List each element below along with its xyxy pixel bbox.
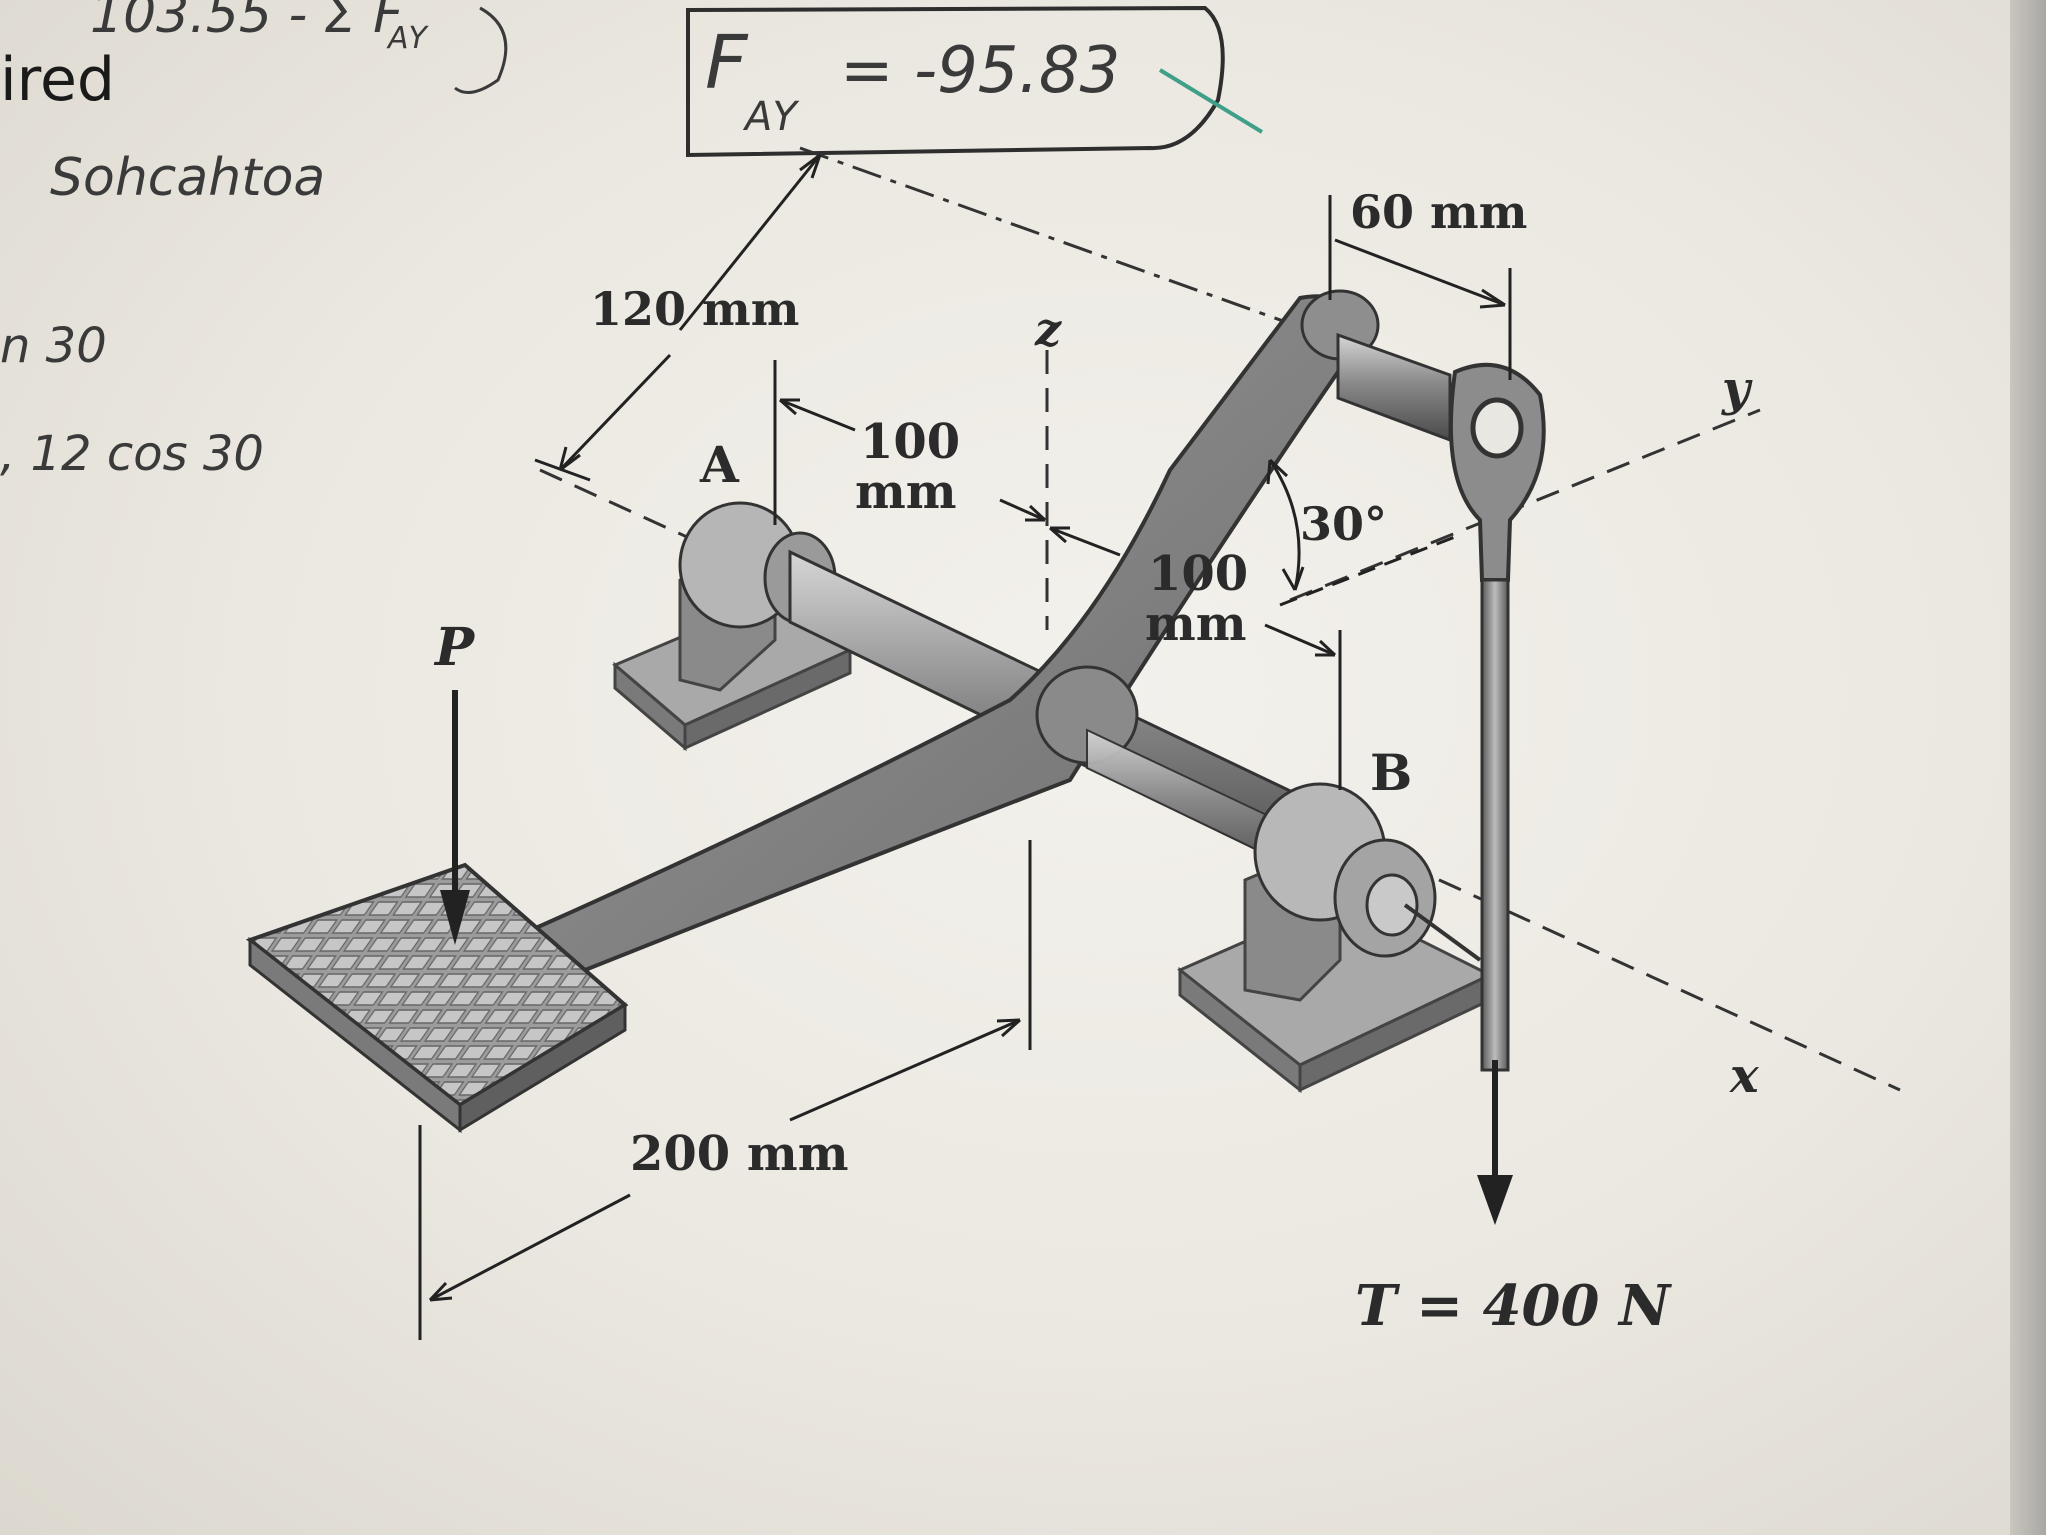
dim-100-top-right-leader xyxy=(999,498,1046,522)
label-100-top-number: 100 xyxy=(860,414,960,470)
handwritten-n30: n 30 xyxy=(0,318,107,374)
dim-60-arrowhead xyxy=(1479,288,1506,309)
answer-subscript: AY xyxy=(742,94,800,140)
label-point-a: A xyxy=(699,435,740,494)
book-fragment-text: ired xyxy=(0,45,115,115)
bearing-a-base-front xyxy=(683,647,852,751)
handwritten-notes: 103.55 - Σ F AY Sohcahtoa n 30 , 12 cos … xyxy=(0,0,1264,482)
dim-100-mid-arrowhead-left xyxy=(1049,526,1070,544)
y-axis-line xyxy=(1289,408,1761,602)
shaft-centerline-stub xyxy=(1403,903,1482,962)
label-angle: 30° xyxy=(1300,497,1387,551)
label-tension: T = 400 N xyxy=(1355,1273,1672,1339)
force-p-arrow xyxy=(440,690,470,945)
label-200-mm: 200 mm xyxy=(630,1126,848,1182)
answer-symbol: F xyxy=(705,20,749,106)
dim-200-arrowhead-left xyxy=(428,1281,453,1302)
dim-200-right-leader xyxy=(789,1018,1021,1122)
dim-100-mid-arrowhead-right xyxy=(1315,639,1337,657)
rod-shaft xyxy=(1480,578,1510,1072)
dim-60-line xyxy=(1334,238,1506,307)
figure-labels: 120 mm 60 mm 100 mm 100 mm 200 mm 30° z … xyxy=(433,185,1760,1339)
force-p-head xyxy=(440,890,470,945)
dim-100-top-left-leader xyxy=(779,398,856,432)
handwritten-top-subscript: AY xyxy=(386,21,430,56)
dim-200-left-leader xyxy=(429,1193,631,1302)
handwritten-top-fragment: 103.55 - Σ F xyxy=(90,0,404,45)
dim-100-top-arrowhead-left xyxy=(779,398,800,416)
label-100-mid-number: 100 xyxy=(1148,546,1248,602)
dim-200-arrowhead-right xyxy=(996,1018,1021,1038)
bearing-a xyxy=(612,501,853,752)
pedal-arm-body xyxy=(516,294,1378,983)
dashed-line-120 xyxy=(799,146,1351,347)
handwritten-12cos30: , 12 cos 30 xyxy=(0,426,264,482)
label-axis-x: x xyxy=(1729,1048,1760,1104)
label-100-top-unit: mm xyxy=(855,464,957,520)
tension-arrow-head xyxy=(1477,1175,1513,1225)
label-100-mid-unit: mm xyxy=(1145,596,1247,652)
tension-rod xyxy=(1448,362,1546,1225)
shaft-end xyxy=(1365,873,1419,937)
angle-arrowhead-top xyxy=(1266,458,1289,485)
label-force-p: P xyxy=(433,617,476,678)
handwritten-bracket xyxy=(454,6,508,94)
rod-eye xyxy=(1448,362,1546,582)
green-pen-stroke xyxy=(1158,68,1264,134)
handwritten-sohcahtoa: Sohcahtoa xyxy=(50,148,325,208)
label-axis-z: z xyxy=(1034,302,1062,356)
angle-arrowhead-bottom xyxy=(1281,566,1305,591)
crank-pin xyxy=(1336,332,1452,443)
dim-100-mid-right-leader xyxy=(1264,623,1336,657)
label-axis-y: y xyxy=(1721,361,1753,417)
page-edge-shadow xyxy=(2010,0,2046,1535)
dim-120-upper-leader xyxy=(678,154,822,331)
pedal-pad-front xyxy=(458,1002,627,1133)
label-120-mm: 120 mm xyxy=(590,282,799,336)
angle-reference-dash xyxy=(1279,533,1461,607)
angle-arc xyxy=(1268,459,1301,591)
dim-100-top-arrowhead-right xyxy=(1025,504,1047,522)
dim-120-arrowhead-top xyxy=(799,153,822,179)
dim-120-lower-leader xyxy=(558,353,672,472)
answer-box xyxy=(686,5,1225,158)
bearing-b xyxy=(1177,782,1494,1094)
answer-value: = -95.83 xyxy=(840,34,1120,108)
dim-100-mid-left-leader xyxy=(1049,526,1121,557)
label-60-mm: 60 mm xyxy=(1350,185,1527,239)
pedal-pad xyxy=(245,862,629,1134)
dimension-lines xyxy=(418,153,1512,1340)
rod-eye-hole xyxy=(1470,397,1524,459)
dim-120-arrowhead-bottom xyxy=(558,446,581,472)
label-point-b: B xyxy=(1370,743,1412,802)
